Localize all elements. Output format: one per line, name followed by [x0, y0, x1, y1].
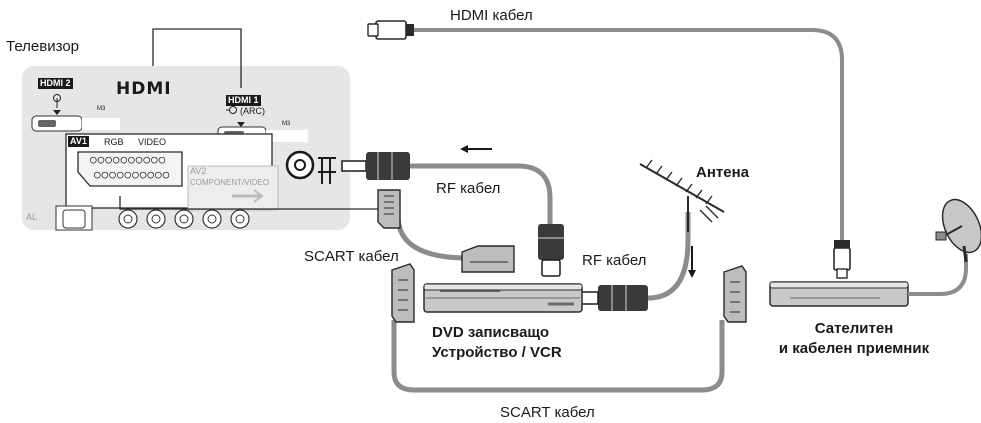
- scart-leader-line: [119, 196, 378, 210]
- rf-cable-top-label: RF кабел: [436, 180, 501, 197]
- scart-cable-bottom-label: SCART кабел: [500, 404, 595, 421]
- dvd-label-line2: Устройство / VCR: [432, 344, 562, 361]
- satellite-label-line1: Сателитен: [814, 320, 894, 337]
- antenna-input-jack: [285, 150, 336, 184]
- hdmi2-badge: HDMI 2: [38, 78, 73, 89]
- rgb-label: RGB: [104, 137, 124, 147]
- satellite-label-line2: и кабелен приемник: [778, 340, 930, 357]
- hdmi-plug-bottom: [833, 240, 851, 279]
- component-video-label: COMPONENT/VIDEO: [190, 178, 270, 187]
- rf-plug-recorder: [538, 224, 564, 277]
- hdmi-cable-label: HDMI кабел: [450, 7, 533, 24]
- dvd-recorder-device: [423, 283, 583, 313]
- dvd-label-line1: DVD записващо: [432, 324, 550, 341]
- scart-plug-recorder-left: [391, 263, 415, 323]
- av2-component-port: [187, 165, 279, 211]
- hdmi2-port: [31, 94, 120, 132]
- rf-cable-right-label: RF кабел: [582, 252, 647, 269]
- hdmi-logo: HDMI: [116, 79, 172, 99]
- satellite-dish-icon: [935, 198, 981, 263]
- antenna-label: Антена: [696, 164, 749, 181]
- scart-cable-tv-recorder: [395, 217, 469, 261]
- dish-cable: [908, 254, 968, 296]
- rf-plug-tv: [341, 152, 410, 180]
- video-label: VIDEO: [138, 137, 167, 147]
- satellite-receiver-device: [769, 281, 909, 307]
- m3-left-label: M3: [97, 106, 106, 112]
- hdmi1-badge: HDMI 1: [226, 95, 261, 106]
- av1-badge: AV1: [68, 136, 89, 147]
- av2-label: AV2: [190, 166, 207, 176]
- scart-plug-tv: [377, 189, 401, 229]
- scart-plug-recorder-top: [461, 245, 515, 273]
- hdmi-plug-top: [367, 20, 414, 40]
- tv-label: Телевизор: [6, 38, 80, 55]
- rf-cable-antenna: [647, 212, 691, 301]
- arc-label: (ARC): [240, 106, 265, 116]
- rf-plug-antenna: [579, 285, 648, 311]
- panel-edge-label: AL: [26, 212, 38, 222]
- scart-pins-row1: ○○○○○○○○○○: [90, 153, 167, 166]
- rca-jacks: [55, 205, 250, 231]
- scart-cable-bottom: [391, 320, 725, 393]
- scart-plug-satellite: [723, 265, 747, 323]
- tv-leader-line: [152, 28, 242, 88]
- rf-cable-top: [410, 163, 553, 228]
- scart-cable-left-label: SCART кабел: [304, 248, 399, 265]
- hdmi-cable: [414, 28, 844, 240]
- scart-pins-row2: ○○○○○○○○○○: [94, 168, 171, 181]
- antenna-icon: [639, 159, 725, 232]
- m3-right-label: M3: [282, 121, 291, 127]
